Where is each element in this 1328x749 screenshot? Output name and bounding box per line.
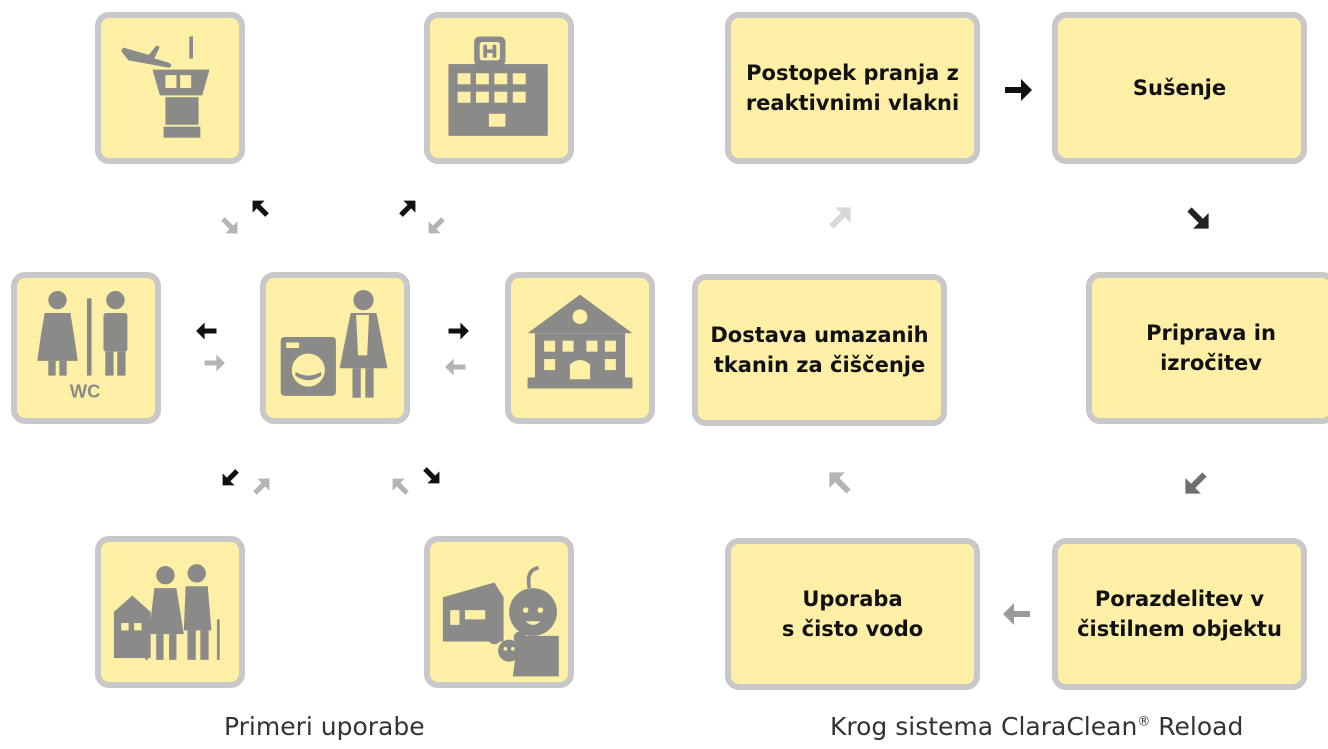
step-usage: Uporaba s čisto vodo: [725, 538, 980, 690]
arrow-washing-to-drying: [1005, 79, 1032, 101]
arrow-preparation-to-distribution: [1185, 472, 1207, 494]
arrow-from-kindergarten: [392, 478, 409, 495]
laundry-worker-icon: [280, 290, 388, 398]
arrow-from-school: [445, 358, 466, 376]
arrow-delivery-to-washing: [829, 207, 851, 229]
arrow-distribution-to-usage: [1003, 603, 1030, 625]
right-caption: Krog sistema ClaraClean® Reload: [830, 712, 1243, 741]
right-caption-suffix: Reload: [1150, 712, 1244, 741]
step-washing: Postopek pranja z reaktivnimi vlakni: [725, 12, 980, 164]
step-preparation: Priprava in izročitev: [1086, 272, 1328, 424]
arrow-to-elderly: [222, 469, 239, 486]
hospital-tile: [424, 12, 574, 164]
kindergarten-child-icon: [442, 566, 559, 677]
step-drying: Sušenje: [1052, 12, 1307, 164]
school-tile: [505, 272, 655, 424]
registered-mark: ®: [1137, 714, 1151, 730]
arrow-to-hospital: [399, 200, 416, 217]
right-caption-main: Krog sistema ClaraClean: [830, 712, 1138, 741]
school-building-icon: [527, 294, 633, 389]
elderly-couple-icon: [113, 564, 220, 660]
airport-tile: [95, 12, 245, 164]
arrow-to-school: [448, 322, 469, 340]
arrow-usage-to-delivery: [829, 472, 851, 494]
arrow-from-hospital: [428, 217, 445, 234]
arrow-to-restroom: [196, 322, 217, 340]
kindergarten-tile: [424, 536, 574, 688]
arrow-from-restroom: [204, 354, 225, 372]
arrow-drying-to-preparation: [1187, 207, 1209, 229]
wc-label: WC: [70, 381, 101, 402]
arrow-to-airport: [252, 200, 269, 217]
step-distribution: Porazdelitev v čistilnem objektu: [1052, 538, 1307, 690]
arrow-from-elderly: [253, 478, 270, 495]
left-caption: Primeri uporabe: [224, 712, 425, 741]
arrow-from-airport: [221, 217, 238, 234]
airport-tower-icon: [121, 36, 210, 138]
arrow-to-kindergarten: [423, 467, 440, 484]
laundry-tile: [260, 272, 410, 424]
restroom-tile: WC: [11, 272, 161, 424]
restroom-icon: WC: [37, 290, 128, 402]
elderly-tile: [95, 536, 245, 688]
hospital-icon: [448, 36, 548, 136]
step-delivery: Dostava umazanih tkanin za čiščenje: [692, 274, 947, 426]
